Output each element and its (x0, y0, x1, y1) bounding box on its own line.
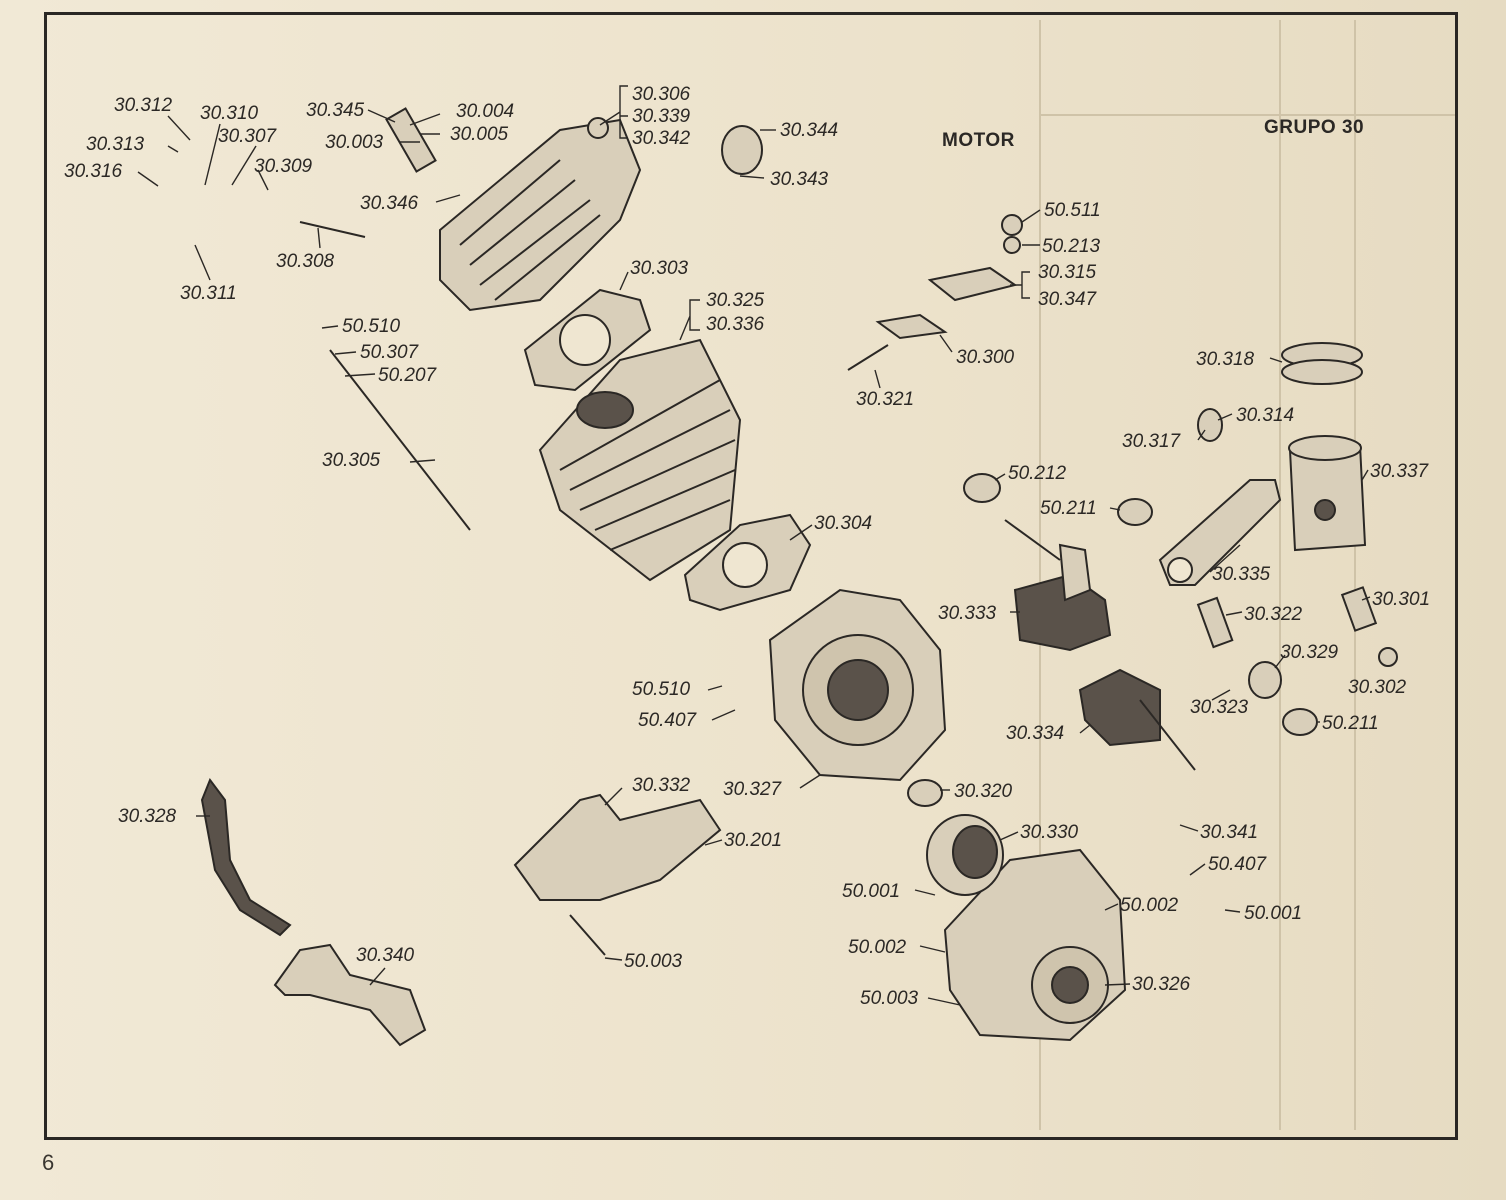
part-label: 30.330 (1020, 822, 1079, 843)
page-frame (44, 12, 1458, 1140)
part-label: 50.002 (848, 937, 907, 958)
part-label: 30.335 (1212, 564, 1271, 585)
part-label: 30.307 (218, 126, 278, 147)
cylinder-block (538, 338, 742, 582)
base-gasket (683, 513, 812, 612)
engine-mount-bracket (513, 793, 722, 956)
part-label: 30.303 (630, 258, 689, 279)
part-label: 50.001 (1244, 903, 1302, 924)
part-labels: 30.312 30.310 30.313 30.307 30.316 30.30… (64, 84, 1430, 1009)
part-label: 50.003 (860, 988, 919, 1009)
part-label: 30.343 (770, 169, 829, 190)
part-label: 30.329 (1280, 642, 1339, 663)
part-label: 30.322 (1244, 604, 1303, 625)
part-label: 30.308 (276, 251, 335, 272)
part-label: 50.207 (378, 365, 438, 386)
bracket-plate (273, 943, 427, 1047)
part-label: 30.339 (632, 106, 691, 127)
part-label: 30.315 (1038, 262, 1097, 283)
part-label: 30.312 (114, 95, 173, 116)
part-label: 50.211 (1040, 498, 1097, 519)
section-title: MOTOR (942, 130, 1015, 151)
part-label: 30.304 (814, 513, 872, 534)
part-label: 50.002 (1120, 895, 1179, 916)
part-label: 30.320 (954, 781, 1013, 802)
part-label: 30.325 (706, 290, 765, 311)
part-label: 50.211 (1322, 713, 1379, 734)
part-label: 30.332 (632, 775, 691, 796)
part-label: 30.317 (1122, 431, 1182, 452)
page-number: 6 (42, 1150, 55, 1175)
part-label: 30.306 (632, 84, 691, 105)
group-title: GRUPO 30 (1264, 117, 1364, 138)
part-label: 30.347 (1038, 289, 1098, 310)
part-label: 30.300 (956, 347, 1015, 368)
part-label: 30.003 (325, 132, 384, 153)
part-label: 30.326 (1132, 974, 1191, 995)
piston-rings (1281, 342, 1363, 385)
part-label: 30.005 (450, 124, 509, 145)
part-label: 30.345 (306, 100, 365, 121)
part-label: 30.318 (1196, 349, 1255, 370)
crankcase-half-left (768, 588, 947, 782)
part-label: 30.309 (254, 156, 313, 177)
part-label: 30.316 (64, 161, 123, 182)
part-label: 50.212 (1008, 463, 1067, 484)
head-gasket (523, 288, 652, 392)
piston (1288, 435, 1367, 552)
part-label: 30.334 (1006, 723, 1064, 744)
part-label: 50.511 (1044, 200, 1101, 221)
crankshaft-half-upper (1004, 519, 1112, 652)
part-label: 30.336 (706, 314, 765, 335)
part-label: 30.305 (322, 450, 381, 471)
small-hardware (299, 107, 1398, 807)
part-label: 30.201 (724, 830, 782, 851)
part-label: 30.333 (938, 603, 997, 624)
part-label: 50.213 (1042, 236, 1101, 257)
part-label: 30.342 (632, 128, 691, 149)
part-label: 30.310 (200, 103, 259, 124)
part-label: 50.307 (360, 342, 420, 363)
part-label: 30.301 (1372, 589, 1430, 610)
part-label: 30.311 (180, 283, 237, 304)
part-label: 50.001 (842, 881, 900, 902)
part-label: 50.407 (1208, 854, 1268, 875)
leader-lines (137, 85, 1371, 1006)
part-label: 30.302 (1348, 677, 1407, 698)
part-label: 30.340 (356, 945, 415, 966)
part-label: 30.313 (86, 134, 145, 155)
part-label: 30.314 (1236, 405, 1294, 426)
part-label: 30.344 (780, 120, 838, 141)
crankshaft-half-lower (1078, 668, 1196, 771)
part-label: 30.346 (360, 193, 419, 214)
bearing (926, 814, 1004, 896)
part-label: 50.510 (632, 679, 691, 700)
part-label: 50.510 (342, 316, 401, 337)
part-label: 30.328 (118, 806, 177, 827)
connecting-rod (1158, 479, 1282, 586)
part-label: 30.341 (1200, 822, 1258, 843)
part-label: 30.004 (456, 101, 514, 122)
part-label: 50.003 (624, 951, 683, 972)
part-label: 30.337 (1370, 461, 1430, 482)
chain-guard-strip (200, 777, 292, 937)
part-label: 30.323 (1190, 697, 1249, 718)
part-label: 50.407 (638, 710, 698, 731)
part-label: 30.327 (723, 779, 783, 800)
part-label: 30.321 (856, 389, 914, 410)
